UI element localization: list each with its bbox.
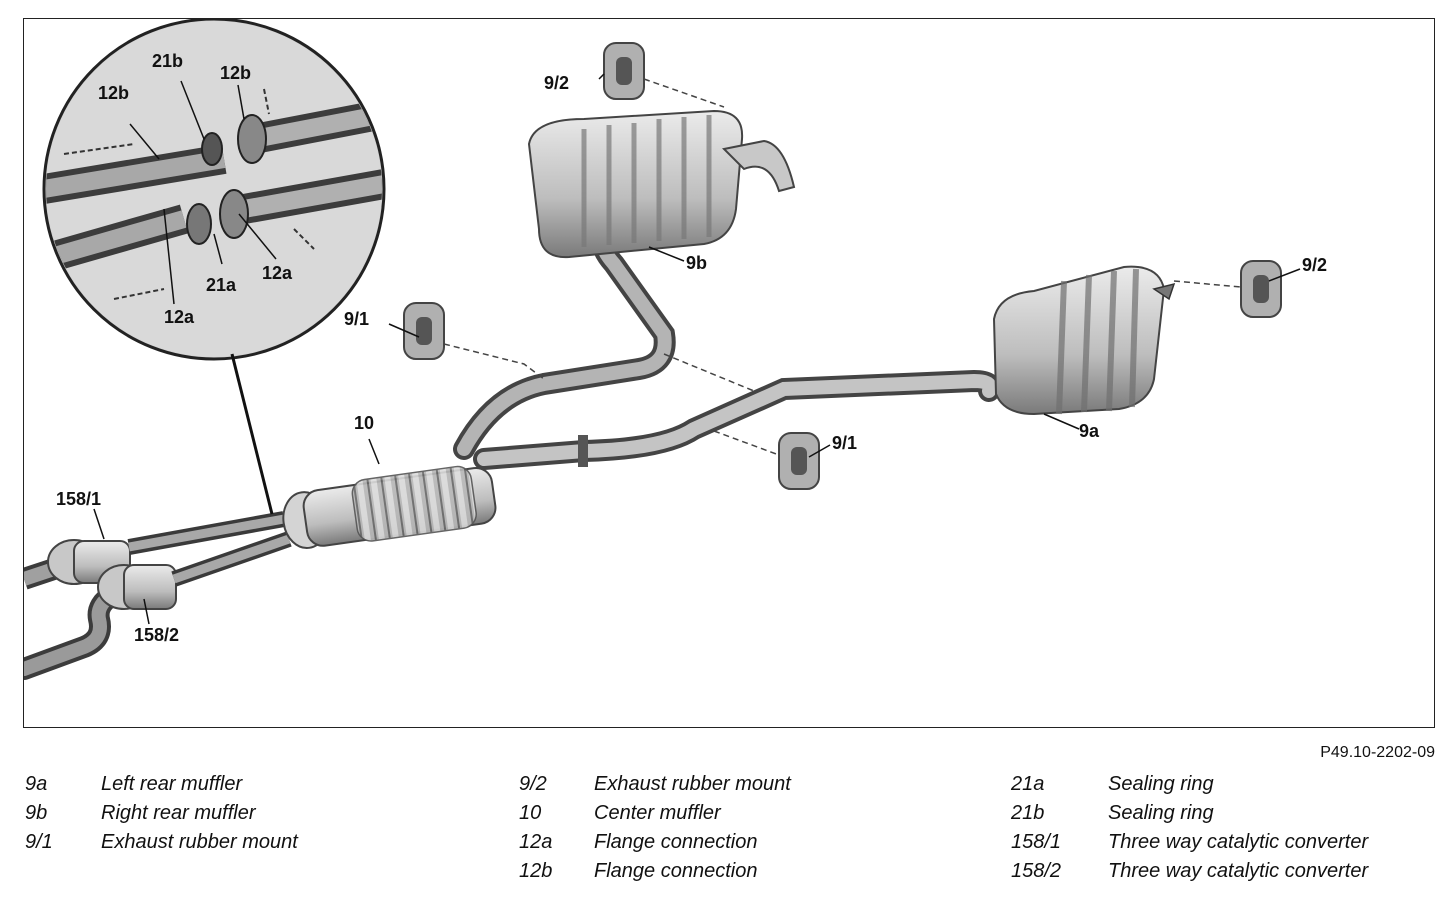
- tailpipe-9b: [721, 139, 796, 193]
- callout-21a: 21a: [206, 275, 237, 295]
- legend-key: 9/1: [25, 831, 53, 853]
- twin-pipe-b-highlight: [172, 534, 291, 584]
- callout-12b-top: 12b: [220, 63, 252, 83]
- legend-item: 158/1 Three way catalytic converter: [1011, 828, 1441, 857]
- twin-pipe-a-highlight: [128, 514, 285, 552]
- legend-item: 9a Left rear muffler: [25, 770, 445, 799]
- legend-description: Exhaust rubber mount: [594, 773, 791, 795]
- legend-description: Exhaust rubber mount: [101, 831, 298, 853]
- legend-item: 21b Sealing ring: [1011, 799, 1441, 828]
- pipe-to-left-muffler-highlight: [477, 373, 997, 466]
- detail-magnifier: [42, 19, 386, 361]
- legend-key: 158/1: [1011, 831, 1062, 853]
- legend: 9a Left rear muffler 9b Right rear muffl…: [0, 770, 1454, 900]
- left-rear-muffler-9a: [992, 265, 1176, 416]
- callout-158-2: 158/2: [134, 625, 180, 645]
- magnifier-pointer-line: [230, 353, 274, 515]
- callout-9-2-right: 9/2: [1302, 255, 1328, 275]
- callout-9b: 9b: [686, 253, 708, 273]
- legend-description: Sealing ring: [1108, 773, 1214, 795]
- legend-key: 158/2: [1011, 860, 1062, 882]
- legend-key: 10: [519, 802, 542, 824]
- legend-column-1: 9a Left rear muffler 9b Right rear muffl…: [25, 770, 445, 857]
- legend-description: Center muffler: [594, 802, 721, 824]
- figure-reference: P49.10-2202-09: [1320, 744, 1435, 761]
- callout-10: 10: [354, 413, 375, 433]
- rubber-mount-9-1-left: [403, 302, 445, 360]
- legend-description: Three way catalytic converter: [1108, 860, 1369, 882]
- legend-key: 21a: [1011, 773, 1045, 795]
- callout-9-1-right: 9/1: [832, 433, 858, 453]
- legend-item: 9/2 Exhaust rubber mount: [519, 770, 959, 799]
- legend-item: 21a Sealing ring: [1011, 770, 1441, 799]
- pipe-to-right-muffler-highlight: [457, 232, 672, 456]
- legend-key: 9/2: [519, 773, 547, 795]
- pipe-clamp: [578, 435, 588, 467]
- rubber-mount-9-1-right: [778, 432, 820, 490]
- legend-column-3: 21a Sealing ring 21b Sealing ring 158/1 …: [1011, 770, 1441, 886]
- legend-key: 12a: [519, 831, 553, 853]
- leader-lines: [93, 73, 1301, 625]
- callout-21b: 21b: [152, 51, 184, 71]
- legend-item: 158/2 Three way catalytic converter: [1011, 857, 1441, 886]
- legend-item: 12a Flange connection: [519, 828, 959, 857]
- callout-9a: 9a: [1079, 421, 1100, 441]
- legend-description: Flange connection: [594, 831, 758, 853]
- legend-column-2: 9/2 Exhaust rubber mount 10 Center muffl…: [519, 770, 959, 886]
- exhaust-system-illustration: [24, 19, 1301, 680]
- legend-key: 9a: [25, 773, 48, 795]
- legend-description: Right rear muffler: [101, 802, 256, 824]
- hanger-dash-lines: [443, 78, 1242, 456]
- legend-description: Sealing ring: [1108, 802, 1214, 824]
- legend-item: 10 Center muffler: [519, 799, 959, 828]
- rubber-mount-9-2-right: [1240, 260, 1282, 318]
- callout-12b-left: 12b: [98, 83, 130, 103]
- legend-item: 12b Flange connection: [519, 857, 959, 886]
- legend-item: 9/1 Exhaust rubber mount: [25, 828, 445, 857]
- legend-description: Left rear muffler: [101, 773, 243, 795]
- center-muffler-10: [282, 465, 497, 549]
- callout-12a-right: 12a: [262, 263, 293, 283]
- legend-key: 12b: [519, 860, 553, 882]
- legend-description: Three way catalytic converter: [1108, 831, 1369, 853]
- front-pipe-lower-highlight: [24, 587, 121, 676]
- callout-9-2-top: 9/2: [544, 73, 570, 93]
- callout-12a-bottom: 12a: [164, 307, 195, 327]
- callout-9-1-left: 9/1: [344, 309, 370, 329]
- legend-key: 9b: [25, 802, 48, 824]
- right-rear-muffler-9b: [527, 109, 796, 259]
- legend-description: Flange connection: [594, 860, 758, 882]
- diagram-frame: 21b 12b 12b 21a 12a 12a 9/2 9b 9/2 9/1 9…: [23, 18, 1435, 728]
- legend-key: 21b: [1011, 802, 1045, 824]
- legend-item: 9b Right rear muffler: [25, 799, 445, 828]
- rubber-mount-9-2-top: [603, 42, 645, 100]
- callout-158-1: 158/1: [56, 489, 102, 509]
- catalytic-converter-158-2-body: [123, 564, 177, 610]
